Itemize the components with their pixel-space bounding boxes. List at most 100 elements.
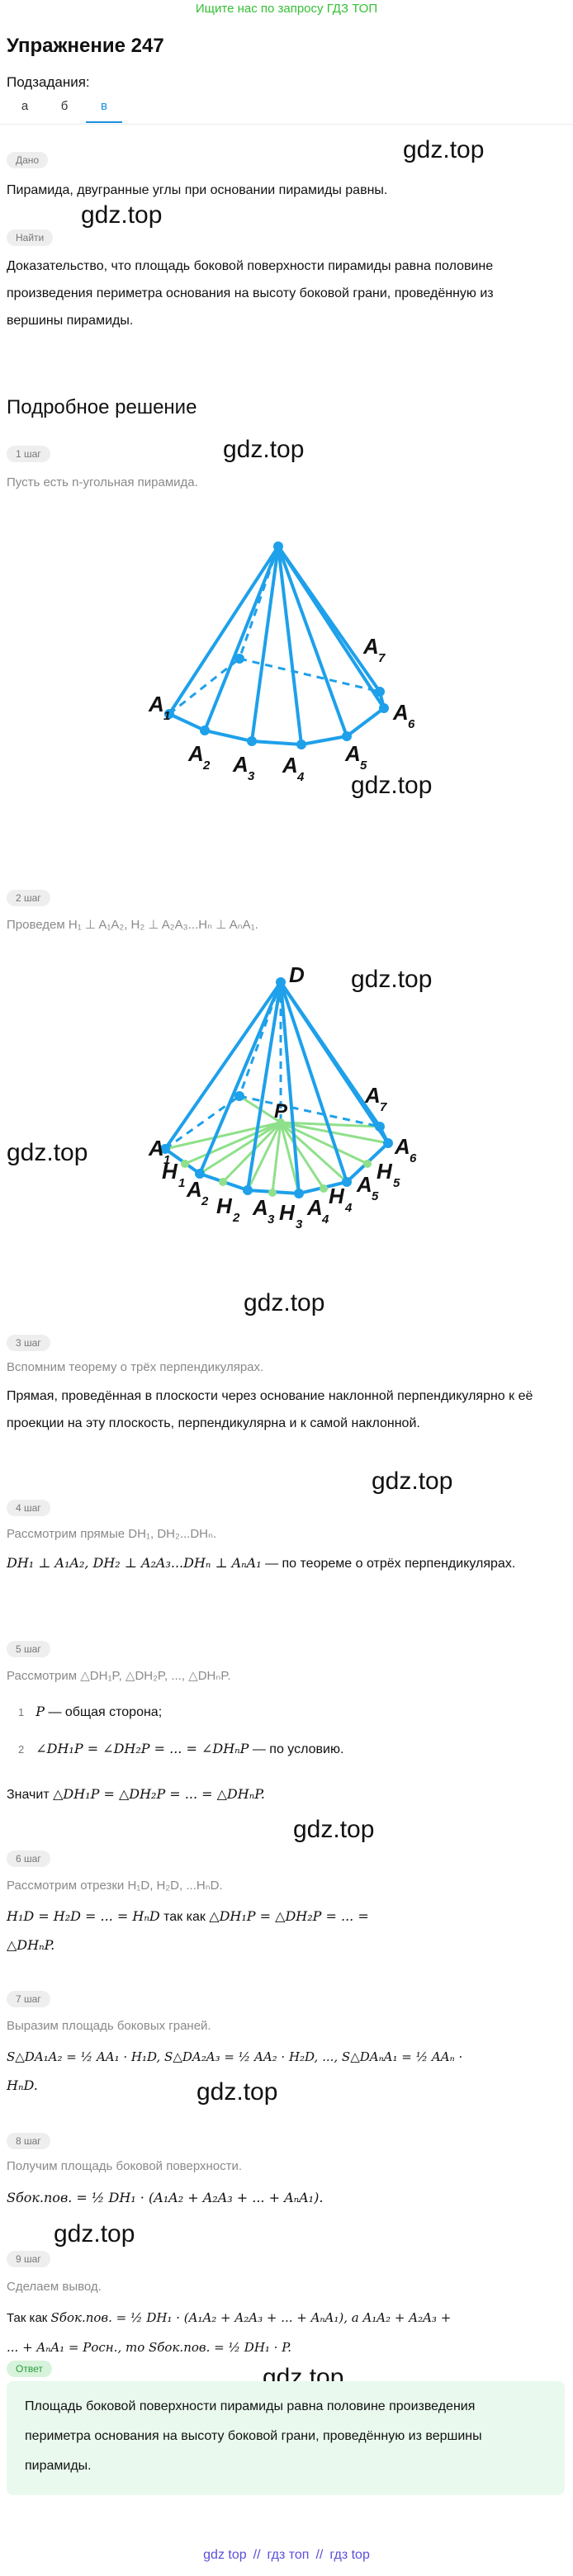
- step-note: Рассмотрим прямые DH₁, DH₂...DHₙ.: [7, 1527, 217, 1541]
- svg-text:H: H: [279, 1200, 296, 1225]
- footer-link[interactable]: gdz top: [203, 2548, 247, 2562]
- step-note: Пусть есть n-угольная пирамида.: [7, 475, 198, 489]
- svg-text:H: H: [162, 1159, 178, 1184]
- svg-text:A: A: [148, 1136, 164, 1160]
- svg-text:A: A: [282, 753, 298, 778]
- footer-links: gdz top//гдз топ//гдз top: [0, 2548, 573, 2563]
- step-chip: 7 шаг: [7, 1991, 50, 2007]
- step-chip: 2 шаг: [7, 890, 50, 906]
- svg-text:5: 5: [393, 1176, 400, 1190]
- step-formula: S△DA₁A₂ = ½ AA₁ · H₁D, S△DA₂A₃ = ½ AA₂ ·…: [7, 2049, 463, 2064]
- svg-text:1: 1: [163, 1153, 170, 1167]
- answer-box: [7, 2381, 565, 2495]
- svg-text:H: H: [376, 1159, 393, 1184]
- watermark: gdz.top: [244, 1289, 325, 1316]
- list-item-text: — общая сторона;: [45, 1705, 163, 1719]
- watermark: gdz.top: [351, 966, 433, 993]
- list-item-text: — по условию.: [249, 1742, 344, 1756]
- list-item: 2 ∠DH₁P = ∠DH₂P = ... = ∠DHₙP — по услови…: [18, 1735, 343, 1763]
- svg-text:3: 3: [248, 769, 255, 783]
- step-formula: H₁D = H₂D = ... = HₙD: [7, 1908, 160, 1924]
- svg-text:6: 6: [408, 717, 415, 731]
- step-text-tail: — по теореме о отрёх перпендикулярах.: [261, 1557, 516, 1571]
- step-text-lead: Так как: [7, 2311, 51, 2325]
- step-formula: △DH₁P = △DH₂P = ... =: [209, 1908, 369, 1924]
- step-chip: 5 шаг: [7, 1641, 50, 1657]
- step-text: Sбок.пов. = ½ DH₁ · (A₁A₂ + A₂A₃ + ... +…: [7, 2184, 560, 2212]
- conclusion-formula: △DH₁P = △DH₂P = ... = △DHₙP.: [53, 1786, 265, 1802]
- step-note: Вспомним теорему о трёх перпендикулярах.: [7, 1360, 264, 1374]
- tab-v[interactable]: в: [86, 99, 122, 123]
- list-item-formula: P: [36, 1704, 45, 1719]
- center-label: P: [274, 1100, 288, 1123]
- given-text: Пирамида, двугранные углы при основании …: [7, 183, 388, 197]
- subtasks-label: Подзадания:: [7, 74, 90, 90]
- svg-text:H: H: [329, 1184, 345, 1208]
- step-text: H₁D = H₂D = ... = HₙD так как △DH₁P = △D…: [7, 1902, 560, 1931]
- tabs-divider: [0, 124, 573, 125]
- step-note: Выразим площадь боковых граней.: [7, 2019, 211, 2033]
- svg-text:3: 3: [268, 1212, 275, 1227]
- subtask-tabs: а б в: [7, 99, 125, 123]
- step-formula: ... + AₙA₁ = Pосн., то Sбок.пов. = ½ DH₁…: [7, 2340, 292, 2355]
- watermark: gdz.top: [403, 136, 485, 163]
- step-formula: Sбок.пов. = ½ DH₁ · (A₁A₂ + A₂A₃ + ... +…: [50, 2310, 452, 2325]
- page-title: Упражнение 247: [7, 35, 164, 57]
- svg-text:A: A: [252, 1195, 268, 1220]
- svg-text:A: A: [148, 692, 164, 716]
- list-item-number: 1: [18, 1706, 25, 1718]
- list-item-number: 2: [18, 1743, 25, 1756]
- svg-text:4: 4: [296, 770, 305, 784]
- svg-text:A: A: [232, 752, 249, 777]
- step-chip: 6 шаг: [7, 1850, 50, 1867]
- step-text: S△DA₁A₂ = ½ AA₁ · H₁D, S△DA₂A₃ = ½ AA₂ ·…: [7, 2044, 565, 2071]
- svg-text:2: 2: [201, 1194, 209, 1208]
- list-item-formula: ∠DH₁P = ∠DH₂P = ... = ∠DHₙP: [36, 1741, 249, 1756]
- watermark: gdz.top: [293, 1816, 375, 1843]
- svg-text:A: A: [362, 634, 379, 659]
- step-note: Получим площадь боковой поверхности.: [7, 2159, 243, 2173]
- step-formula: DH₁ ⊥ A₁A₂, DH₂ ⊥ A₂A₃...DHₙ ⊥ AₙA₁: [7, 1555, 262, 1571]
- step-chip: 1 шаг: [7, 446, 50, 462]
- step-chip: 8 шаг: [7, 2133, 50, 2149]
- step-note: Проведем H₁ ⊥ A₁A₂, H₂ ⊥ A₂A₃...Hₙ ⊥ AₙA…: [7, 918, 258, 932]
- watermark: gdz.top: [223, 436, 305, 463]
- svg-text:4: 4: [344, 1201, 353, 1215]
- svg-text:6: 6: [410, 1151, 417, 1165]
- step-note: Сделаем вывод.: [7, 2280, 102, 2294]
- search-banner: Ищите нас по запросу ГДЗ ТОП: [195, 2, 378, 16]
- svg-text:A: A: [394, 1134, 410, 1159]
- answer-chip: Ответ: [7, 2361, 52, 2377]
- svg-text:2: 2: [232, 1211, 240, 1225]
- svg-text:3: 3: [296, 1217, 303, 1231]
- svg-text:1: 1: [178, 1176, 185, 1190]
- step-text: HₙD.: [7, 2072, 38, 2100]
- svg-text:5: 5: [360, 759, 367, 773]
- watermark: gdz.top: [351, 772, 433, 799]
- footer-separator: //: [315, 2548, 324, 2562]
- svg-text:7: 7: [378, 651, 386, 665]
- step-formula: △DHₙP.: [7, 1937, 55, 1953]
- solution-heading: Подробное решение: [7, 396, 197, 418]
- footer-link[interactable]: гдз топ: [267, 2548, 310, 2562]
- svg-text:A: A: [306, 1195, 323, 1220]
- tab-b[interactable]: б: [60, 99, 69, 113]
- svg-text:4: 4: [321, 1212, 329, 1227]
- step-note: Рассмотрим отрезки H₁D, H₂D, ...HₙD.: [7, 1879, 223, 1893]
- step-formula: HₙD.: [7, 2077, 38, 2093]
- step-text: DH₁ ⊥ A₁A₂, DH₂ ⊥ A₂A₃...DHₙ ⊥ AₙA₁ — по…: [7, 1549, 560, 1577]
- step-text: ... + AₙA₁ = Pосн., то Sбок.пов. = ½ DH₁…: [7, 2334, 565, 2361]
- svg-text:A: A: [392, 700, 409, 725]
- footer-link[interactable]: гдз top: [329, 2548, 370, 2562]
- svg-text:7: 7: [380, 1100, 387, 1114]
- tab-a[interactable]: а: [21, 99, 29, 113]
- step-chip: 3 шаг: [7, 1335, 50, 1351]
- step-note: Рассмотрим △DH₁P, △DH₂P, ..., △DHₙP.: [7, 1669, 231, 1683]
- find-text: Доказательство, что площадь боковой пове…: [7, 259, 494, 328]
- step-text: Так как Sбок.пов. = ½ DH₁ · (A₁A₂ + A₂A₃…: [7, 2304, 565, 2332]
- svg-text:H: H: [216, 1193, 233, 1218]
- svg-text:5: 5: [372, 1189, 379, 1203]
